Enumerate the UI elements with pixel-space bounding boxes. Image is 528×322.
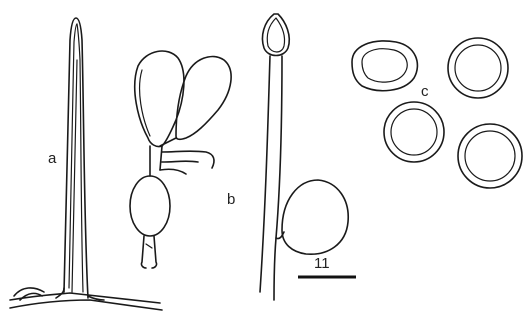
panel-a-hypha <box>10 18 162 310</box>
panel-b-cell-cluster <box>130 51 231 268</box>
spore-3 <box>384 102 444 162</box>
label-b: b <box>227 191 235 208</box>
panel-b-stalk <box>260 14 348 300</box>
label-c: c <box>421 83 429 100</box>
label-a: a <box>48 150 57 167</box>
scale-bar-label: 11 <box>314 255 330 272</box>
spore-2 <box>448 38 508 98</box>
panel-c-spores <box>352 38 522 188</box>
spore-4 <box>458 124 522 188</box>
